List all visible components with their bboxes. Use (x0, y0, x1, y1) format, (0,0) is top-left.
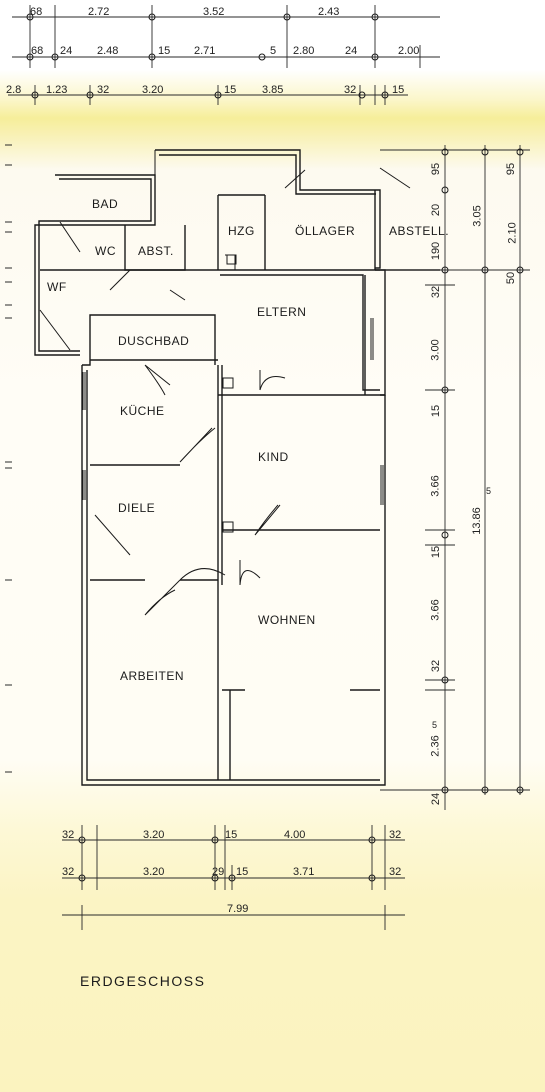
dim-top-1-b: 2.72 (88, 6, 110, 18)
dim-right-outer-b: 2.10 (506, 222, 519, 244)
dim-top-1-a: 68 (30, 6, 43, 18)
dim-bottom-1-b: 3.20 (143, 829, 165, 841)
dim-top-2-c: 2.48 (97, 45, 119, 57)
room-label-abstell: ABSTELL. (389, 224, 450, 238)
dim-bottom-2-b: 3.20 (143, 866, 165, 878)
room-label-oellager: ÖLLAGER (295, 224, 356, 238)
dim-bottom-1-a: 32 (62, 829, 75, 841)
dim-top-3-g: 32 (344, 84, 357, 96)
room-label-bad: BAD (92, 197, 119, 211)
dim-right-middle-c: 5 (486, 486, 492, 496)
dim-top-2-h: 24 (345, 45, 358, 57)
dim-top-3-b: 1.23 (46, 84, 68, 96)
dim-right-inner-i: 3.66 (429, 599, 442, 621)
room-label-wf: WF (47, 280, 67, 294)
room-label-kind: KIND (258, 450, 289, 464)
dim-right-inner-a: 95 (430, 162, 443, 176)
dim-top-3-h: 15 (392, 84, 405, 96)
dim-top-3-f: 3.85 (262, 84, 284, 96)
dim-bottom-2-c: 29 (212, 866, 225, 878)
floor-plan-walls (34, 149, 440, 786)
dim-right-inner-g: 3.66 (429, 475, 442, 497)
dim-right-inner-f: 15 (430, 404, 443, 418)
dim-bottom-2-d: 15 (236, 866, 249, 878)
dim-top-1-d: 2.43 (318, 6, 340, 18)
dim-right-inner-c: 190 (430, 241, 443, 261)
dim-bottom-2-e: 3.71 (293, 866, 315, 878)
dim-top-2-i: 2.00 (398, 45, 420, 57)
dim-bottom-2-f: 32 (389, 866, 402, 878)
dim-top-2-d: 15 (158, 45, 171, 57)
room-label-wohnen: WOHNEN (258, 613, 316, 627)
dim-bottom-2-a: 32 (62, 866, 75, 878)
dim-right-outer-a: 95 (505, 162, 518, 176)
room-label-abst: ABST. (138, 244, 174, 258)
dim-top-2-e: 2.71 (194, 45, 216, 57)
dim-top-2-g: 2.80 (293, 45, 315, 57)
dim-bottom-1-d: 4.00 (284, 829, 306, 841)
dim-right-inner-e: 3.00 (429, 339, 442, 361)
dim-right-inner-k: 2.36 (429, 735, 442, 757)
dim-right-middle-a: 3.05 (471, 205, 484, 227)
dim-right-inner-j: 32 (430, 659, 443, 673)
dim-right-inner-l: 5 (432, 720, 438, 730)
dim-top-3-e: 15 (224, 84, 237, 96)
room-label-eltern: ELTERN (257, 305, 307, 319)
dim-right-inner-h: 15 (430, 545, 443, 559)
dim-right-outer-c: 50 (505, 271, 518, 285)
dim-bottom-1-e: 32 (389, 829, 402, 841)
dim-top-1-c: 3.52 (203, 6, 225, 18)
dim-bottom-1-c: 15 (225, 829, 238, 841)
dimension-points (26, 13, 524, 882)
dim-right-middle-b: 13.86 (470, 507, 483, 535)
room-label-arbeiten: ARBEITEN (120, 669, 185, 683)
dim-right-inner-b: 20 (430, 203, 443, 217)
dim-right-inner-d: 32 (430, 285, 443, 299)
room-label-wc: WC (95, 244, 116, 258)
dim-top-2-a: 68 (31, 45, 44, 57)
dim-top-2-f: 5 (270, 45, 277, 57)
dim-top-2-b: 24 (60, 45, 73, 57)
room-label-duschbad: DUSCHBAD (118, 334, 190, 348)
dim-top-3-d: 3.20 (142, 84, 164, 96)
dim-top-3-c: 32 (97, 84, 110, 96)
room-label-diele: DIELE (118, 501, 156, 515)
floor-plan-title: ERDGESCHOSS (80, 973, 206, 989)
room-label-hzg: HZG (228, 224, 255, 238)
dim-right-inner-m: 24 (430, 792, 443, 806)
dim-bottom-total: 7.99 (227, 903, 249, 915)
room-label-kueche: KÜCHE (120, 404, 165, 418)
dim-top-3-a: 2.8 (6, 84, 22, 96)
dimension-lines (5, 5, 530, 930)
